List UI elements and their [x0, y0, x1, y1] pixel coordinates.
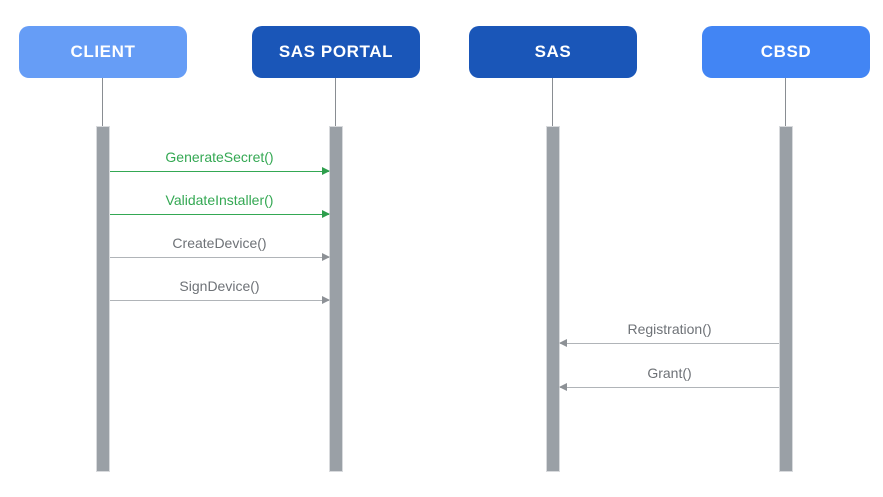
activation-bar-client [96, 126, 110, 472]
message-grant: Grant() [559, 362, 779, 391]
message-label: CreateDevice() [172, 235, 267, 251]
lifeline-client [102, 78, 103, 126]
message-validate-installer: ValidateInstaller() [110, 189, 330, 218]
actor-box-sas-portal: SAS PORTAL [252, 26, 420, 78]
actor-label-client: CLIENT [70, 42, 136, 61]
activation-bar-sas-portal [329, 126, 343, 472]
message-label: ValidateInstaller() [165, 192, 274, 208]
message-registration: Registration() [559, 318, 779, 347]
arrow-right-icon [322, 210, 330, 218]
message-sign-device: SignDevice() [110, 275, 330, 304]
message-arrow [559, 383, 779, 391]
message-label: GenerateSecret() [165, 149, 274, 165]
actor-box-client: CLIENT [19, 26, 187, 78]
message-create-device: CreateDevice() [110, 232, 330, 261]
arrow-right-icon [322, 253, 330, 261]
message-label: SignDevice() [179, 278, 260, 294]
message-label: Grant() [647, 365, 692, 381]
arrow-right-icon [322, 296, 330, 304]
message-arrow [110, 210, 330, 218]
arrow-left-icon [559, 339, 567, 347]
message-arrow [110, 253, 330, 261]
actor-label-sas: SAS [534, 42, 572, 61]
message-generate-secret: GenerateSecret() [110, 146, 330, 175]
lifeline-sas-portal [335, 78, 336, 126]
actor-box-cbsd: CBSD [702, 26, 870, 78]
actor-box-sas: SAS [469, 26, 637, 78]
actor-label-cbsd: CBSD [760, 42, 812, 61]
lifeline-cbsd [785, 78, 786, 126]
lifeline-sas [552, 78, 553, 126]
activation-bar-cbsd [779, 126, 793, 472]
message-arrow [559, 339, 779, 347]
message-arrow [110, 167, 330, 175]
activation-bar-sas [546, 126, 560, 472]
actor-label-sas-portal: SAS PORTAL [278, 42, 394, 61]
message-arrow [110, 296, 330, 304]
arrow-left-icon [559, 383, 567, 391]
arrow-right-icon [322, 167, 330, 175]
message-label: Registration() [627, 321, 712, 337]
